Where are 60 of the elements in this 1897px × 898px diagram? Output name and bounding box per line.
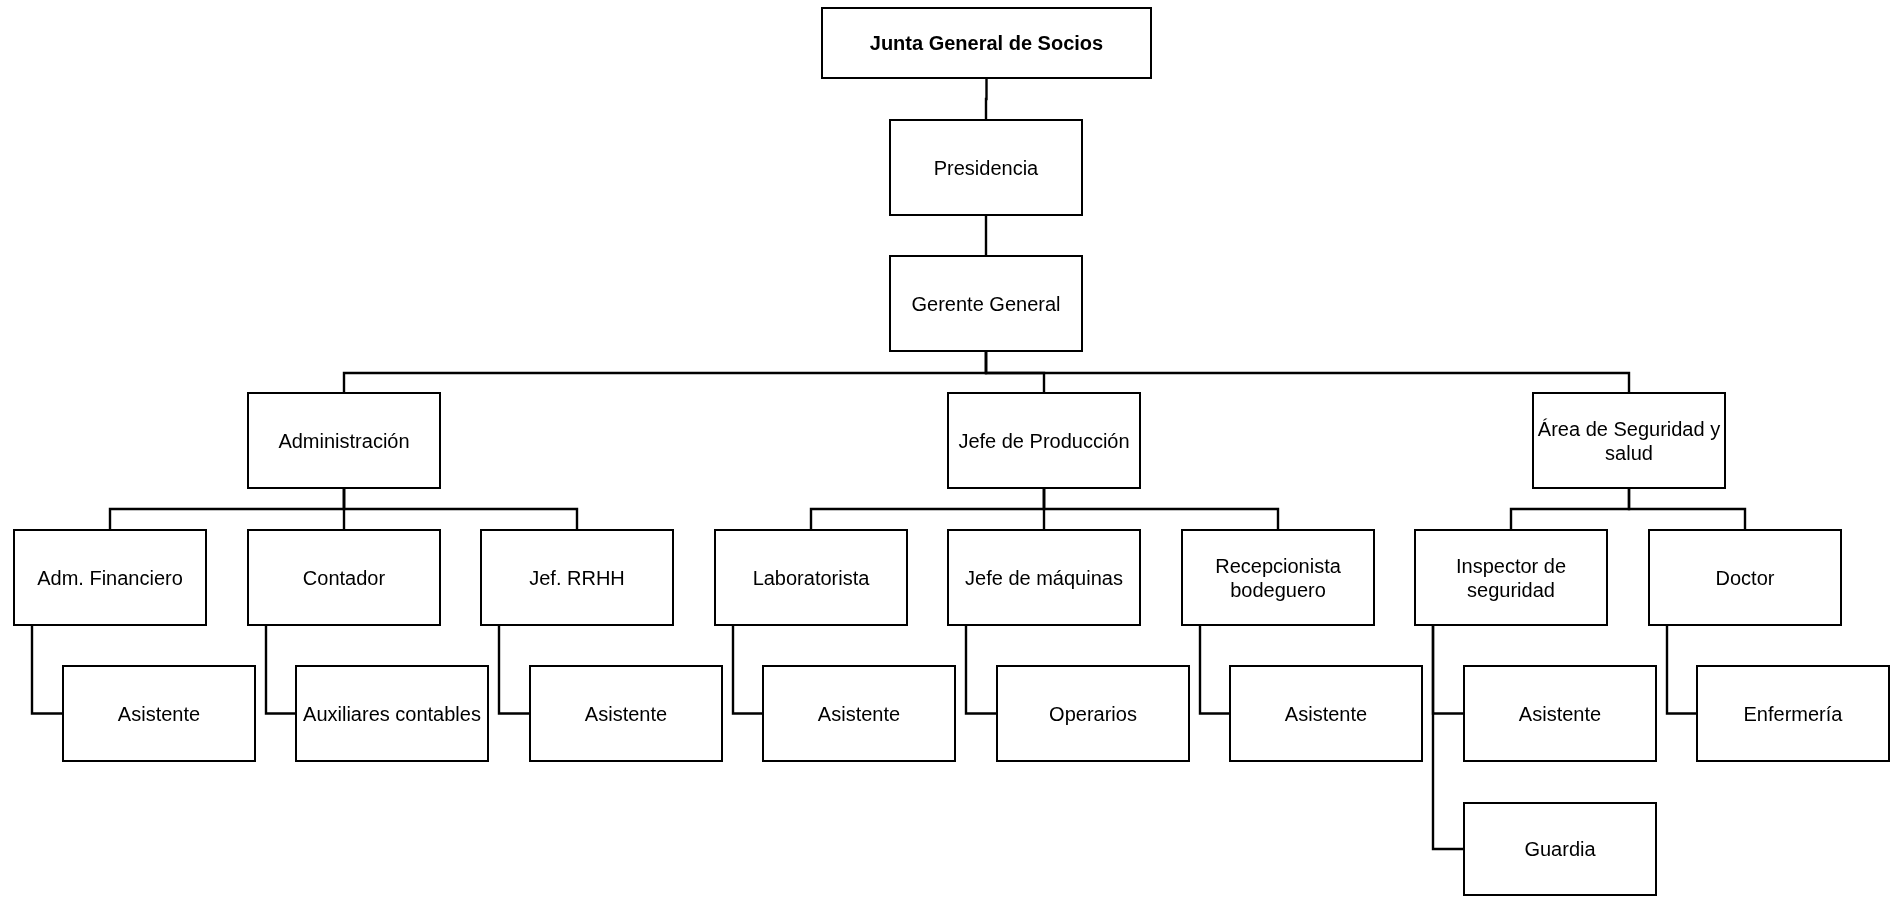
connector-line <box>984 352 1631 392</box>
position-title: Doctor <box>1714 565 1776 590</box>
position-title: Jef. RRHH <box>528 565 626 590</box>
connector-line <box>1665 626 1696 715</box>
org-box <box>529 665 723 762</box>
org-box <box>1229 665 1423 762</box>
org-box <box>1532 392 1726 489</box>
org-box <box>762 665 956 762</box>
connector-line <box>30 626 62 715</box>
connector-line <box>264 626 295 715</box>
connector-line <box>1198 626 1229 715</box>
org-box <box>821 7 1152 79</box>
position-title: Adm. Financiero <box>36 565 184 590</box>
position-title: Guardia <box>1523 837 1597 861</box>
org-box <box>947 392 1141 489</box>
org-box <box>1648 529 1842 626</box>
position-title: Administración <box>277 428 411 453</box>
position-title: Área de Seguridad y salud <box>1536 416 1722 465</box>
connector-line <box>1431 626 1463 851</box>
connector-line <box>984 79 988 119</box>
position-title: Contador <box>301 565 387 590</box>
org-box <box>247 392 441 489</box>
position-title: Presidencia <box>932 155 1040 180</box>
org-box <box>62 665 256 762</box>
org-box <box>1696 665 1890 762</box>
connector-line <box>984 216 988 255</box>
position-title: Enfermería <box>1742 701 1844 726</box>
connector-line <box>964 626 996 715</box>
org-box <box>889 255 1083 352</box>
position-title: Recepcionista bodeguero <box>1214 553 1342 602</box>
position-title: Gerente General <box>910 291 1062 316</box>
org-box <box>889 119 1083 216</box>
org-box <box>480 529 674 626</box>
position-title: Asistente <box>1283 701 1369 726</box>
position-title: Auxiliares contables <box>302 701 482 726</box>
connector-line <box>1627 489 1747 529</box>
org-box <box>1463 665 1657 762</box>
position-title: Inspector de seguridad <box>1454 553 1568 602</box>
connector-line <box>1042 489 1280 529</box>
org-box <box>13 529 207 626</box>
position-title: Asistente <box>583 701 669 726</box>
connector-line <box>497 626 529 715</box>
org-box <box>1181 529 1375 626</box>
connector-line <box>342 489 579 529</box>
position-title: Laboratorista <box>751 565 871 590</box>
position-title: Operarios <box>1048 701 1138 726</box>
org-box <box>996 665 1190 762</box>
org-box <box>295 665 489 762</box>
org-box <box>1463 802 1657 896</box>
connector-line <box>731 626 762 715</box>
position-title: Asistente <box>116 701 202 726</box>
position-title: Jefe de Producción <box>957 428 1131 453</box>
position-title: Junta General de Socios <box>868 31 1105 55</box>
org-box <box>1414 529 1608 626</box>
org-box <box>247 529 441 626</box>
org-box <box>714 529 908 626</box>
position-title: Asistente <box>1517 701 1603 726</box>
org-box <box>947 529 1141 626</box>
position-title: Asistente <box>816 701 902 726</box>
position-title: Jefe de máquinas <box>964 565 1124 590</box>
